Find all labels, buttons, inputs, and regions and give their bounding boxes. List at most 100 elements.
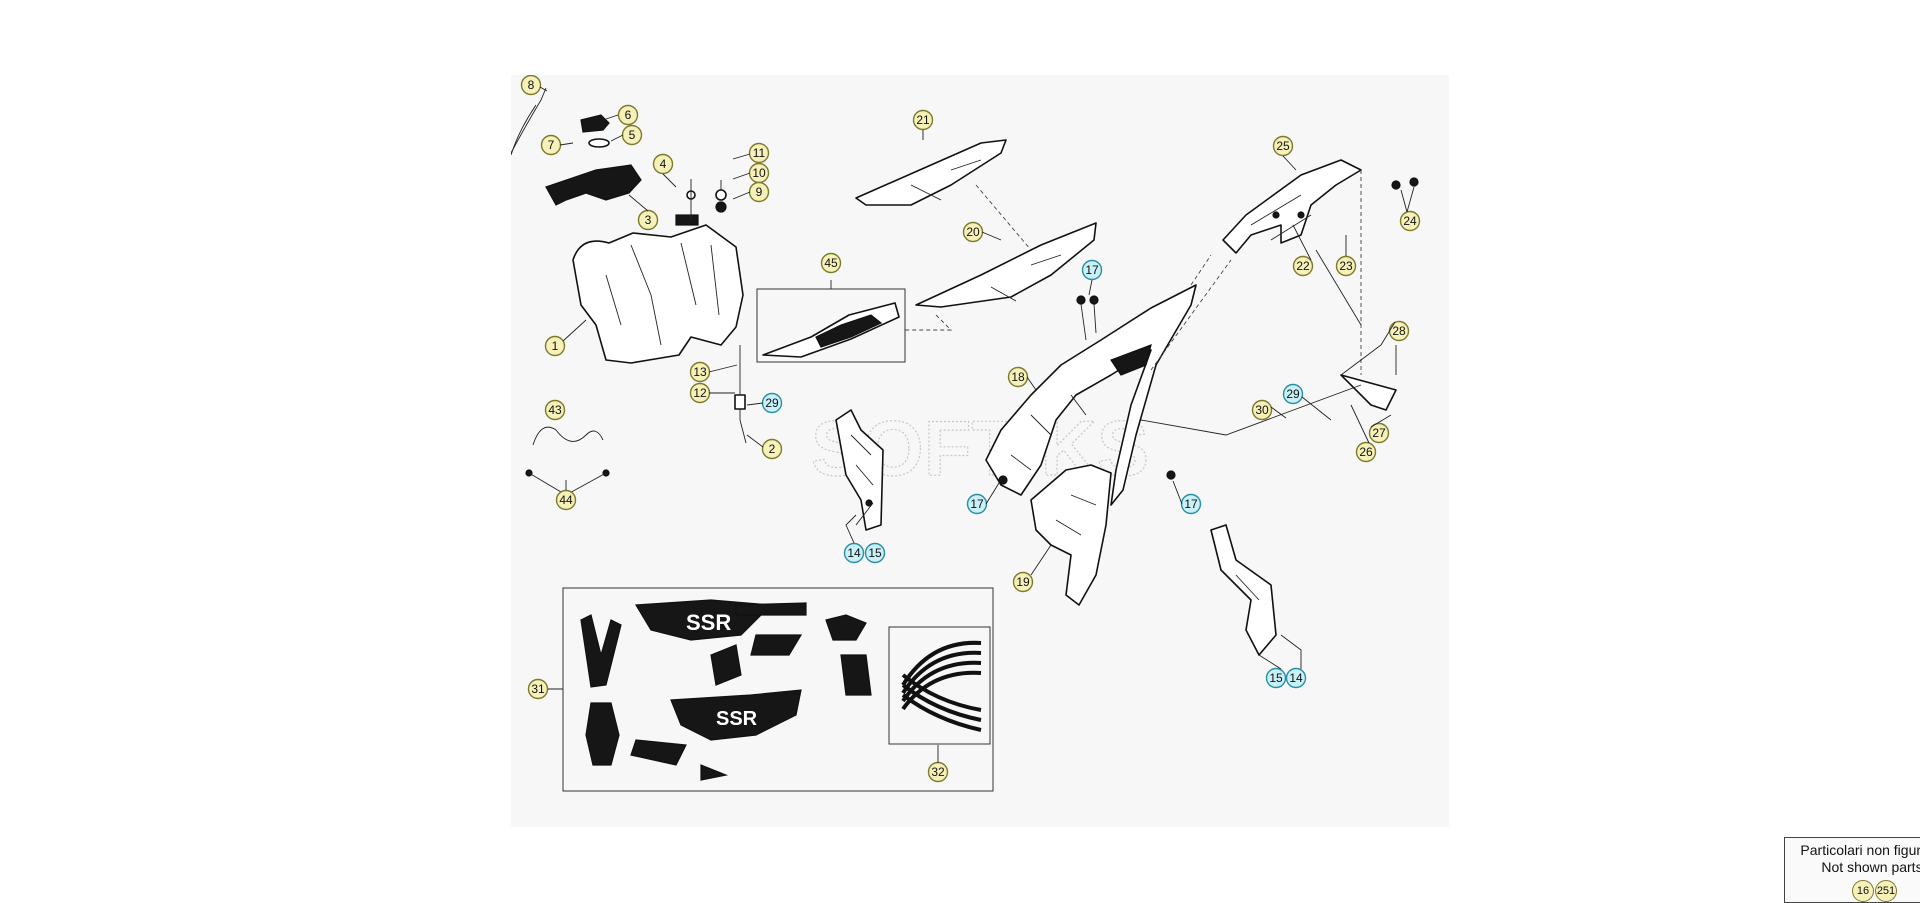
callout-2[interactable]: 2: [761, 438, 783, 460]
callout-15-right[interactable]: 15: [1265, 667, 1287, 689]
callout-4[interactable]: 4: [652, 153, 674, 175]
svg-text:24: 24: [1403, 214, 1417, 228]
svg-text:19: 19: [1016, 575, 1030, 589]
callout-3[interactable]: 3: [637, 209, 659, 231]
rear-fender-25: [1222, 159, 1362, 254]
fuel-cap: [580, 114, 610, 133]
svg-text:45: 45: [824, 256, 838, 270]
legend-badge-16[interactable]: 16: [1852, 880, 1874, 902]
legend-title-en: Not shown parts: [1821, 859, 1920, 875]
svg-text:2: 2: [769, 442, 776, 456]
callout-32[interactable]: 32: [927, 761, 949, 783]
svg-text:8: 8: [528, 78, 535, 92]
callout-11[interactable]: 11: [748, 142, 770, 164]
callout-45[interactable]: 45: [820, 252, 842, 274]
callout-18[interactable]: 18: [1007, 366, 1029, 388]
seat-group: [855, 139, 1097, 331]
rear-fender-group: [1150, 159, 1419, 375]
callout-12[interactable]: 12: [689, 382, 711, 404]
callout-20[interactable]: 20: [962, 221, 984, 243]
svg-text:14: 14: [1289, 671, 1303, 685]
frame-guard-14-15: [835, 409, 884, 531]
graphics-kit-box: [562, 587, 994, 792]
svg-text:7: 7: [548, 138, 555, 152]
svg-text:18: 18: [1011, 370, 1025, 384]
svg-text:3: 3: [645, 213, 652, 227]
callout-23[interactable]: 23: [1335, 255, 1357, 277]
callout-10[interactable]: 10: [748, 162, 770, 184]
callout-26[interactable]: 26: [1355, 441, 1377, 463]
callout-14-left[interactable]: 14: [843, 542, 865, 564]
seat-21: [855, 139, 1007, 206]
callout-7[interactable]: 7: [540, 134, 562, 156]
callout-21[interactable]: 21: [912, 109, 934, 131]
plate-holder: [1340, 374, 1397, 411]
callout-24[interactable]: 24: [1399, 210, 1421, 232]
side-panel-group: [835, 284, 1277, 656]
svg-text:20: 20: [966, 225, 980, 239]
svg-text:26: 26: [1359, 445, 1373, 459]
callout-29-plate[interactable]: 29: [1282, 383, 1304, 405]
svg-text:29: 29: [1286, 387, 1300, 401]
callout-8[interactable]: 8: [520, 75, 542, 96]
rim-stickers-box: [888, 626, 991, 745]
parts-diagram: SOFT KS: [511, 75, 1421, 792]
callout-17-left[interactable]: 17: [966, 493, 988, 515]
callout-25[interactable]: 25: [1272, 135, 1294, 157]
svg-text:SSR: SSR: [686, 610, 731, 635]
callout-5[interactable]: 5: [621, 124, 643, 146]
callout-13[interactable]: 13: [689, 361, 711, 383]
radiator-shroud-19: [1030, 464, 1112, 606]
callout-17-top[interactable]: 17: [1081, 259, 1103, 281]
callout-22[interactable]: 22: [1292, 255, 1314, 277]
tank-cover: [545, 164, 642, 206]
svg-text:17: 17: [1184, 497, 1198, 511]
svg-text:6: 6: [625, 108, 632, 122]
svg-text:23: 23: [1339, 259, 1353, 273]
svg-text:11: 11: [753, 146, 766, 160]
svg-text:9: 9: [756, 185, 763, 199]
nut-9: [715, 201, 727, 213]
svg-text:SSR: SSR: [716, 708, 758, 730]
callout-31[interactable]: 31: [527, 678, 549, 700]
svg-text:12: 12: [693, 386, 707, 400]
callout-29-tap[interactable]: 29: [761, 392, 783, 414]
callout-30[interactable]: 30: [1251, 399, 1273, 421]
fuel-tank-group: [511, 87, 747, 444]
svg-text:15: 15: [1269, 671, 1283, 685]
fuel-tank: [572, 224, 744, 364]
callout-43[interactable]: 43: [544, 399, 566, 421]
svg-text:10: 10: [752, 166, 766, 180]
callout-17-right[interactable]: 17: [1180, 493, 1202, 515]
callout-28[interactable]: 28: [1388, 320, 1410, 342]
callout-19[interactable]: 19: [1012, 571, 1034, 593]
rim-stickers: [901, 640, 982, 732]
tank-cap-seat: [675, 214, 699, 226]
svg-text:28: 28: [1392, 324, 1406, 338]
svg-text:44: 44: [559, 493, 573, 507]
callout-44[interactable]: 44: [555, 489, 577, 511]
svg-text:25: 25: [1276, 139, 1290, 153]
washer-10: [715, 189, 727, 201]
callout-9[interactable]: 9: [748, 181, 770, 203]
svg-text:13: 13: [693, 365, 707, 379]
seat-20: [915, 222, 1097, 308]
callout-6[interactable]: 6: [617, 104, 639, 126]
svg-text:30: 30: [1255, 403, 1269, 417]
tap-clip: [734, 394, 746, 410]
not-shown-parts-legend: Particolari non figuranti Not shown part…: [1784, 837, 1920, 903]
breather-hose-group: [525, 426, 610, 496]
svg-text:31: 31: [531, 682, 545, 696]
callout-14-right[interactable]: 14: [1285, 667, 1307, 689]
svg-text:29: 29: [765, 396, 779, 410]
legend-title-it: Particolari non figuranti: [1800, 842, 1920, 858]
callout-1[interactable]: 1: [544, 335, 566, 357]
legend-badge-251[interactable]: 251: [1875, 880, 1897, 902]
svg-text:1: 1: [552, 339, 559, 353]
callout-15-left[interactable]: 15: [864, 542, 886, 564]
svg-text:15: 15: [868, 546, 882, 560]
callout-27[interactable]: 27: [1368, 422, 1390, 444]
exploded-diagram-sheet: SOFT KS: [511, 75, 1920, 903]
frame-guard-right: [1210, 524, 1277, 656]
side-panel-18: [985, 284, 1197, 506]
